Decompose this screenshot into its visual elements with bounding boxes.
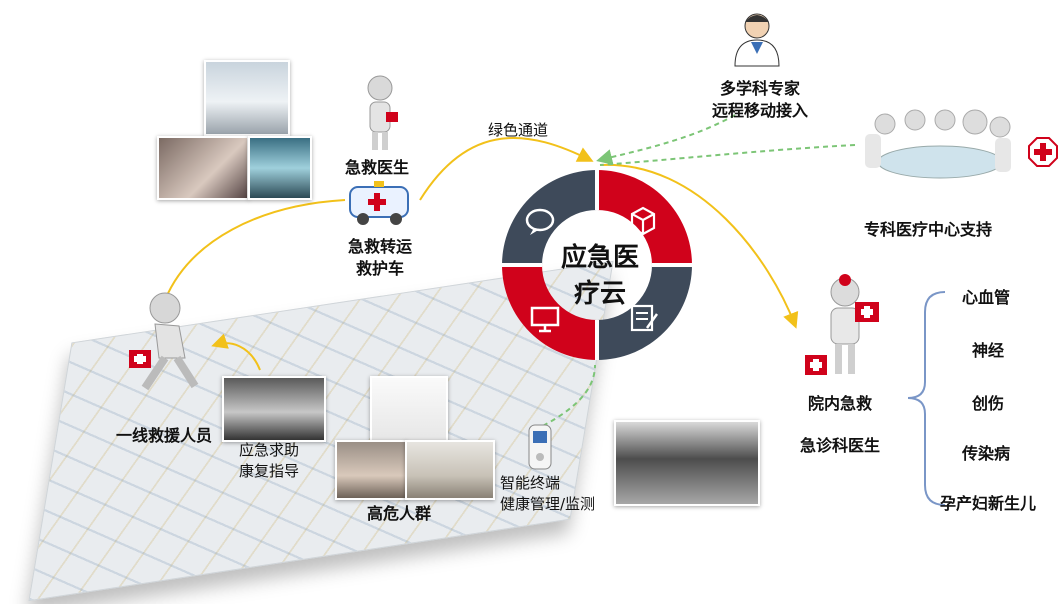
experts-label: 多学科专家 远程移动接入	[700, 78, 820, 122]
chat-icon	[525, 208, 555, 235]
ambulance-icon	[349, 181, 409, 225]
specialty-item: 心血管	[962, 288, 1011, 307]
specialties-bracket	[907, 291, 946, 506]
flow-rescuer-to-ambulance	[164, 199, 346, 301]
ambulance-label: 急救转运 救护车	[340, 236, 420, 280]
high-risk-label: 高危人群	[367, 504, 432, 523]
ambulance-label-line1: 急救转运	[347, 237, 412, 256]
smart-terminal-device	[528, 424, 552, 470]
flow-terminal-to-cloud	[534, 364, 596, 431]
elderly-patient-photo	[405, 440, 495, 500]
flow-experts-to-cloud	[596, 114, 736, 165]
smart-terminal-line1: 智能终端	[500, 474, 561, 492]
emergency-doctor-figure	[367, 75, 398, 150]
smart-terminal-line2: 健康管理/监测	[500, 495, 596, 513]
emergency-doctor-label: 急救医生	[345, 158, 410, 177]
specialty-center-meeting	[865, 109, 1011, 179]
specialty-item: 神经	[972, 341, 1005, 360]
portable-equipment-photo	[614, 420, 760, 506]
specialty-center-label: 专科医疗中心支持	[864, 220, 993, 239]
green-channel-label: 绿色通道	[488, 121, 549, 139]
specialty-item: 创伤	[972, 394, 1005, 413]
clipboard-edit-icon	[630, 304, 659, 332]
frontline-rescuer-label: 一线救援人员	[116, 426, 213, 445]
monitor-icon	[530, 306, 560, 333]
medical-cross-icon	[1028, 137, 1058, 167]
experts-label-line2: 远程移动接入	[711, 101, 808, 120]
flow-center-to-cloud	[599, 144, 856, 166]
ambulance-label-line2: 救护车	[355, 259, 404, 278]
in-hospital-label: 院内急救	[808, 394, 873, 413]
help-guidance-line1: 应急求助	[238, 441, 299, 459]
cloud-ring	[502, 170, 692, 360]
er-doctor-figure	[805, 274, 879, 375]
flow-cloud-to-hospital	[599, 163, 799, 329]
ambulance-photo	[204, 60, 290, 136]
first-aid-photo	[370, 376, 448, 442]
center-title: 应急医 疗云	[510, 240, 690, 312]
center-title-line1: 应急医	[560, 243, 639, 273]
help-guidance-label: 应急求助 康复指导	[230, 440, 308, 482]
er-doctor-label: 急诊科医生	[800, 436, 881, 455]
flow-ambulance-to-cloud	[419, 137, 594, 201]
monitor-screen-photo	[248, 136, 312, 200]
help-guidance-line2: 康复指导	[238, 462, 299, 480]
ambulance-interior-photo	[157, 136, 249, 200]
experts-label-line1: 多学科专家	[719, 79, 800, 98]
running-rescuer-figure	[129, 292, 199, 391]
smart-terminal-label: 智能终端 健康管理/监测	[500, 473, 595, 515]
video-meeting-photo	[222, 376, 326, 442]
center-title-line2: 疗云	[573, 279, 626, 309]
expert-doctor-figure	[734, 13, 780, 67]
flow-help-to-rescuer	[211, 333, 261, 371]
cube-icon	[630, 206, 656, 236]
specialty-item: 孕产妇新生儿	[940, 494, 1037, 513]
high-risk-couple-photo	[335, 440, 407, 500]
specialty-item: 传染病	[962, 444, 1011, 463]
